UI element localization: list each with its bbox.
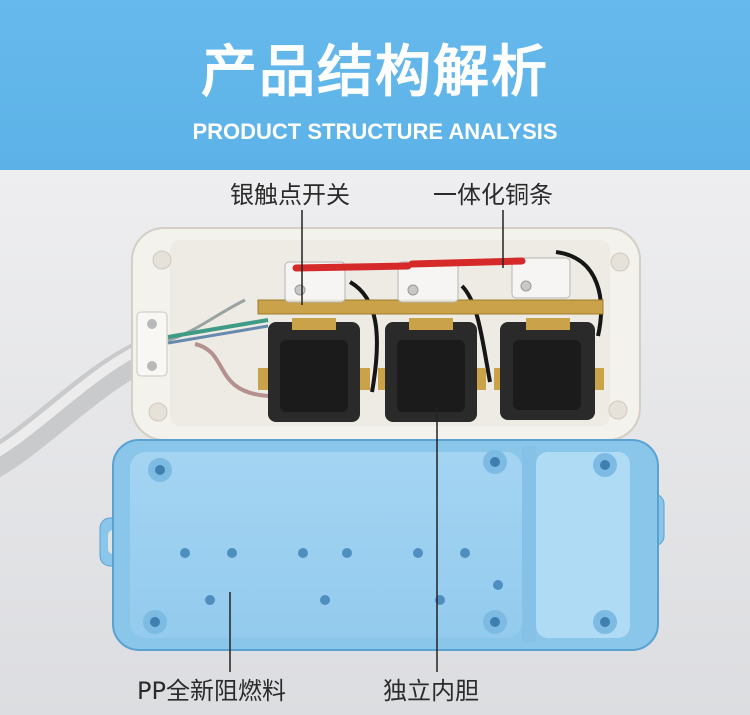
screw <box>147 361 157 371</box>
switch-module-3 <box>511 257 571 299</box>
mounting-peg <box>342 548 352 558</box>
cover-compartment <box>536 452 630 638</box>
mounting-peg <box>180 548 190 558</box>
mounting-peg <box>298 548 308 558</box>
callout-independent-liner: 独立内胆 <box>383 677 479 705</box>
mounting-peg <box>460 548 470 558</box>
screw <box>407 284 419 296</box>
black-wire <box>555 250 603 337</box>
housing-boss <box>608 400 628 420</box>
screw <box>520 280 532 292</box>
page-subtitle: PRODUCT STRUCTURE ANALYSIS <box>192 119 558 144</box>
callout-pp-flame-retardant: PP全新阻燃料 <box>137 677 286 705</box>
callout-silver-contact-switch: 银触点开关 <box>230 181 350 209</box>
bottom-cover <box>99 439 665 651</box>
socket-liner-3 <box>500 318 595 420</box>
screw <box>294 284 306 296</box>
socket-liner-1 <box>268 318 360 422</box>
switch-module-2 <box>397 261 459 303</box>
housing-boss <box>148 402 168 422</box>
cover-divider <box>522 446 536 642</box>
screw <box>147 319 157 329</box>
mounting-peg <box>205 595 215 605</box>
callout-lines <box>229 210 504 672</box>
socket-liner-2 <box>385 318 477 422</box>
black-wire <box>460 284 492 383</box>
black-wire <box>348 280 379 393</box>
mounting-peg <box>227 548 237 558</box>
mounting-peg <box>320 595 330 605</box>
cable-clamp <box>136 311 168 377</box>
page-title: 产品结构解析 <box>201 40 549 105</box>
housing-boss <box>152 250 172 270</box>
mounting-peg <box>413 548 423 558</box>
housing-boss <box>610 252 630 272</box>
switch-module-1 <box>284 261 346 303</box>
internal-wires <box>167 250 603 398</box>
callout-integrated-copper-strip: 一体化铜条 <box>433 181 553 209</box>
mounting-peg <box>493 580 503 590</box>
header-banner: 产品结构解析 PRODUCT STRUCTURE ANALYSIS <box>0 0 750 170</box>
